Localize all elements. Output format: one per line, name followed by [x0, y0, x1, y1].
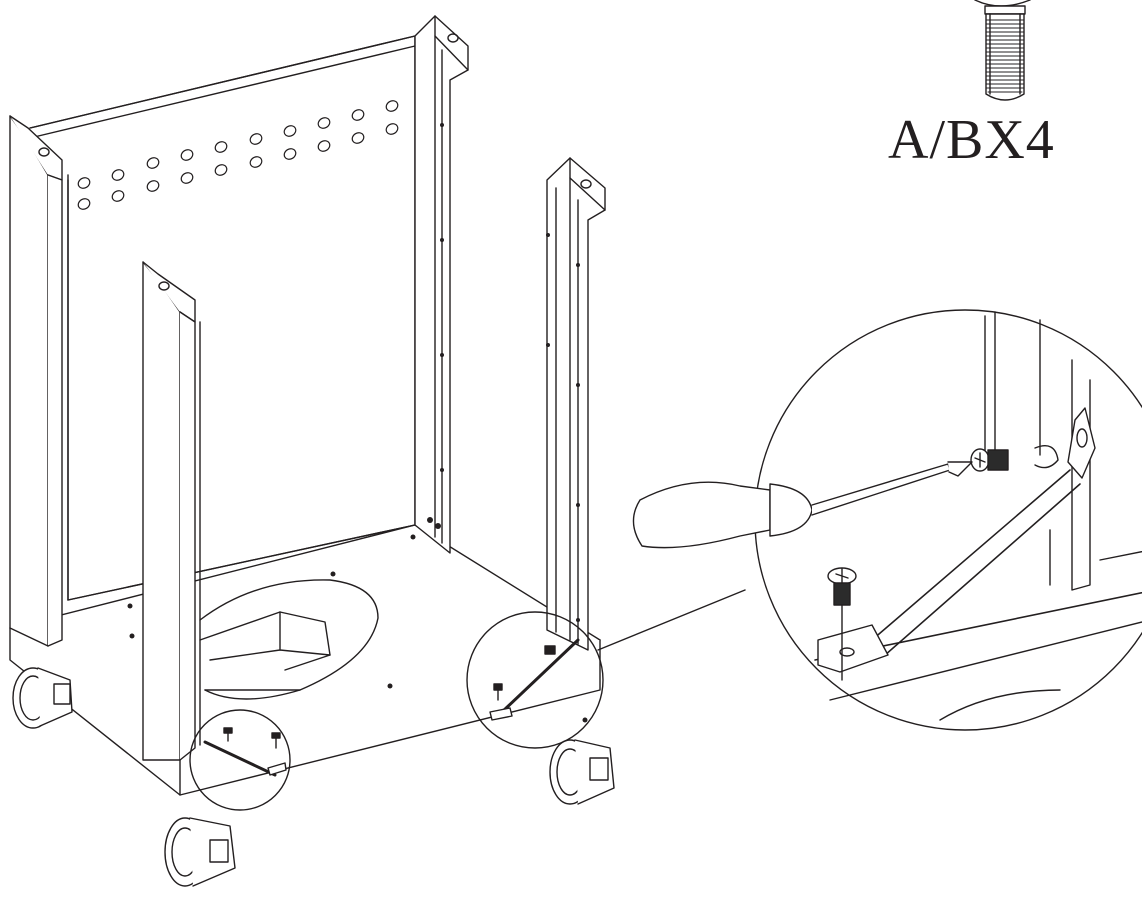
back-panel	[30, 36, 415, 600]
part-label: A/BX4	[888, 109, 1055, 171]
caster-front-left	[165, 818, 235, 886]
front-right-post	[546, 158, 605, 650]
cart-frame	[10, 16, 605, 795]
caster-front-right	[550, 740, 614, 804]
callout-leader	[598, 590, 745, 650]
caster-rear-left	[13, 668, 72, 728]
detail-circle-right	[467, 612, 603, 748]
screwdriver-icon	[633, 462, 972, 548]
left-rear-post	[10, 116, 68, 646]
bolt-icon	[975, 0, 1030, 100]
right-rear-post	[415, 16, 468, 553]
magnified-detail	[633, 310, 1142, 730]
front-left-post	[143, 262, 200, 760]
detail-circle-left	[190, 710, 290, 810]
